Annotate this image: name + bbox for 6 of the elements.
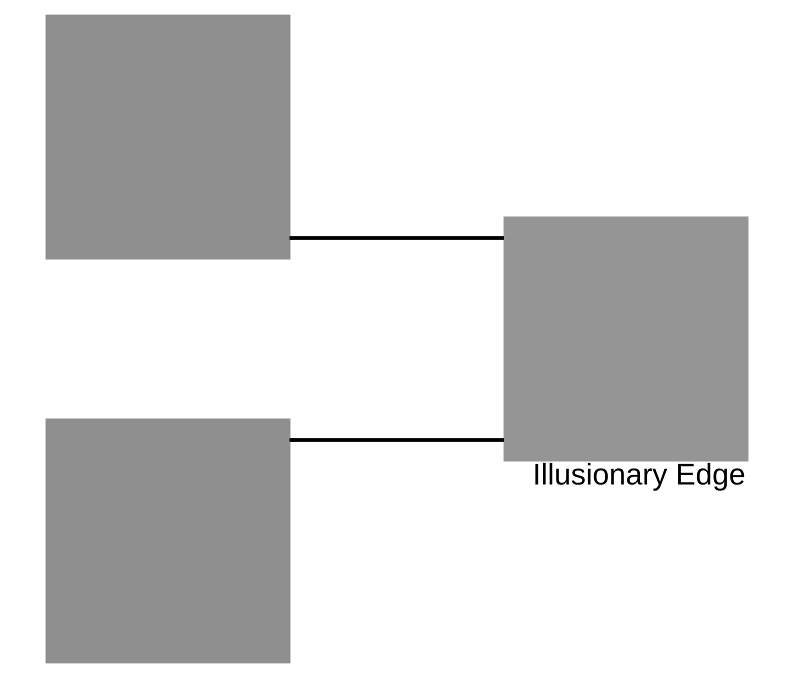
node-label: Illusionary Edge	[532, 458, 746, 492]
node-box	[46, 14, 290, 260]
node-box	[504, 216, 748, 462]
node-box	[46, 418, 290, 664]
connector	[290, 236, 504, 240]
connector	[290, 438, 504, 442]
